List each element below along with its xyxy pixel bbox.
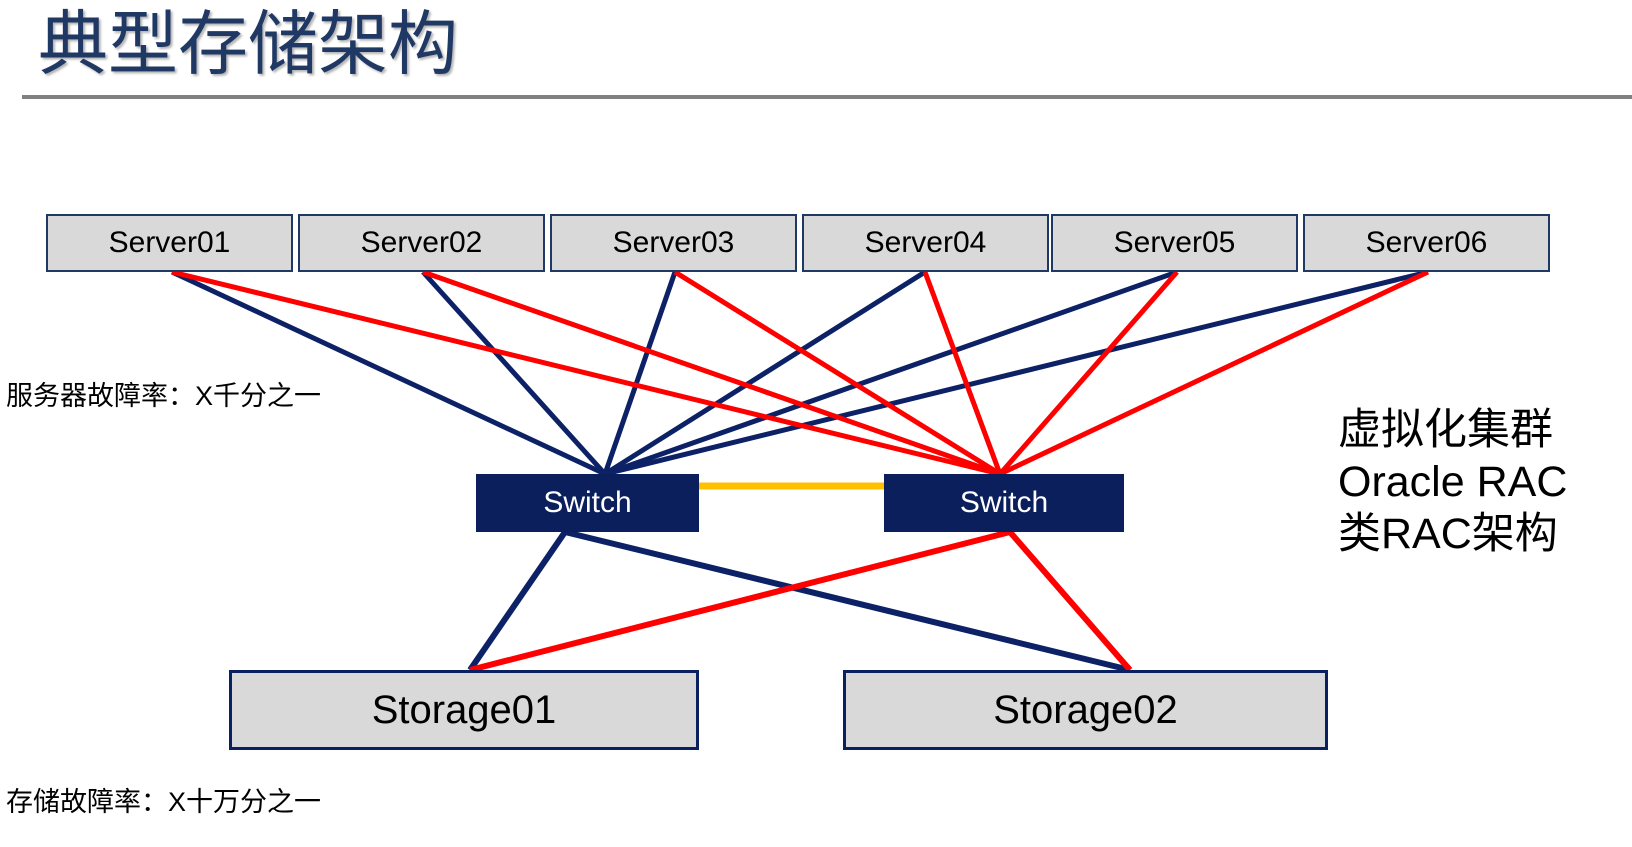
link-right-switch-storage-1 xyxy=(469,529,1011,673)
switch-node-2[interactable]: Switch xyxy=(884,474,1124,532)
link-server-right-switch-6 xyxy=(998,269,1430,477)
server-node-3[interactable]: Server03 xyxy=(550,214,797,272)
server-node-1-label: Server01 xyxy=(108,226,231,259)
server-node-4[interactable]: Server04 xyxy=(802,214,1049,272)
switch-node-1-label: Switch xyxy=(543,486,632,519)
link-server-right-switch-5 xyxy=(998,270,1179,476)
page-title: 典型存储架构 xyxy=(38,5,458,83)
server-node-6-label: Server06 xyxy=(1365,226,1488,259)
server-node-2-label: Server02 xyxy=(360,226,483,259)
link-server-left-switch-5 xyxy=(604,269,1178,477)
server-failure-rate-label: 服务器故障率：X千分之一 xyxy=(6,381,322,411)
title-divider xyxy=(22,95,1632,99)
link-server-right-switch-1 xyxy=(171,269,1001,477)
link-left-switch-storage-2 xyxy=(564,529,1131,673)
link-server-right-switch-3 xyxy=(673,269,1002,477)
cluster-note-line-1: 虚拟化集群 xyxy=(1338,406,1553,454)
link-server-left-switch-4 xyxy=(603,269,927,477)
server-node-1[interactable]: Server01 xyxy=(46,214,293,272)
link-right-switch-storage-2 xyxy=(1007,530,1133,672)
server-node-5[interactable]: Server05 xyxy=(1051,214,1298,272)
link-server-right-switch-2 xyxy=(422,269,1001,477)
storage-node-1-label: Storage01 xyxy=(371,687,557,732)
switch-node-2-label: Switch xyxy=(959,486,1049,519)
storage-failure-rate-label: 存储故障率：X十万分之一 xyxy=(6,787,322,817)
switch-node-1[interactable]: Switch xyxy=(476,474,699,532)
right-switch-to-storage-links xyxy=(469,529,1133,673)
link-server-right-switch-4 xyxy=(922,271,1003,475)
cluster-note: 虚拟化集群 Oracle RAC 类RAC架构 xyxy=(1338,404,1567,560)
cluster-note-line-2: Oracle RAC xyxy=(1338,458,1568,506)
cluster-note-line-3: 类RAC架构 xyxy=(1338,510,1558,558)
server-node-6[interactable]: Server06 xyxy=(1303,214,1550,272)
server-node-4-label: Server04 xyxy=(864,226,987,259)
link-server-left-switch-1 xyxy=(170,269,607,477)
link-server-left-switch-2 xyxy=(421,270,607,476)
server-to-right-switch-links xyxy=(171,269,1430,477)
server-node-2[interactable]: Server02 xyxy=(298,214,545,272)
link-server-left-switch-6 xyxy=(604,269,1429,477)
storage-node-2[interactable]: Storage02 xyxy=(843,670,1328,750)
server-node-5-label: Server05 xyxy=(1113,226,1236,259)
server-to-left-switch-links xyxy=(170,269,1429,477)
server-node-3-label: Server03 xyxy=(612,226,735,259)
storage-node-1[interactable]: Storage01 xyxy=(229,670,699,750)
link-server-left-switch-3 xyxy=(602,271,678,475)
link-left-switch-storage-1 xyxy=(467,530,568,672)
storage-node-2-label: Storage02 xyxy=(993,687,1178,732)
left-switch-to-storage-links xyxy=(467,529,1131,673)
